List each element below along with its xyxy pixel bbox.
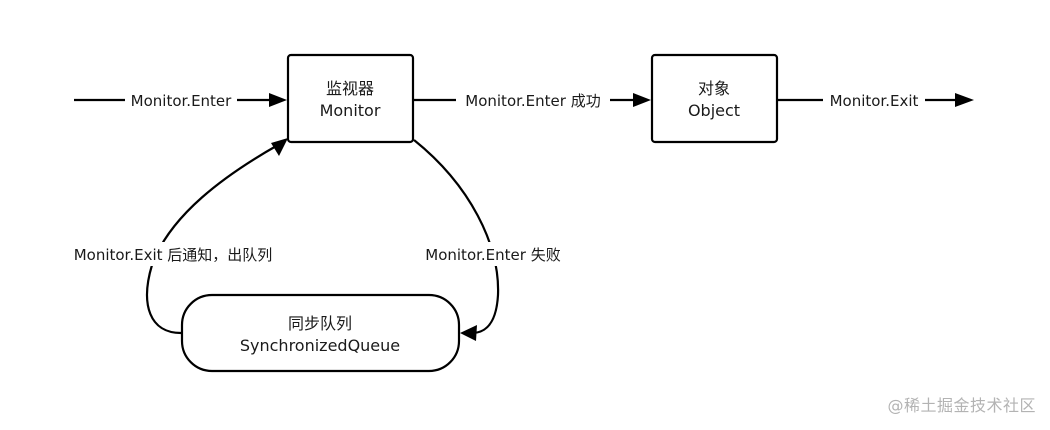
edge-enter-success-arrowhead xyxy=(633,93,651,107)
edge-enter-fail-label-bg xyxy=(418,242,568,266)
edge-exit-notify-label-bg xyxy=(62,242,284,266)
edge-exit: Monitor.Exit xyxy=(778,88,974,112)
edge-exit-notify: Monitor.Exit 后通知，出队列 xyxy=(62,138,288,335)
edge-exit-label: Monitor.Exit xyxy=(830,92,919,110)
edge-enter-success: Monitor.Enter 成功 xyxy=(414,88,651,112)
node-queue: 同步队列 SynchronizedQueue xyxy=(180,293,461,373)
edge-exit-notify-arrowhead xyxy=(271,138,288,156)
node-monitor-box xyxy=(286,53,415,144)
edge-enter-arrowhead xyxy=(269,93,287,107)
node-object: 对象 Object xyxy=(650,53,779,144)
edge-enter-label: Monitor.Enter xyxy=(131,92,233,110)
node-object-box xyxy=(650,53,779,144)
edge-exit-arrowhead xyxy=(955,93,974,107)
edge-enter-success-label: Monitor.Enter 成功 xyxy=(465,92,600,110)
node-monitor-subtitle: Monitor xyxy=(320,101,381,120)
edge-enter-fail-arrowhead xyxy=(460,325,477,341)
edge-enter-success-label-bg xyxy=(456,88,610,112)
edge-exit-notify-label: Monitor.Exit 后通知，出队列 xyxy=(74,246,273,264)
node-queue-title: 同步队列 xyxy=(288,314,352,333)
edge-exit-label-bg xyxy=(823,88,925,112)
node-object-subtitle: Object xyxy=(688,101,740,120)
node-queue-subtitle: SynchronizedQueue xyxy=(240,336,400,355)
edge-enter-fail-curve xyxy=(413,139,500,335)
node-object-title: 对象 xyxy=(698,79,730,98)
edge-enter-label-bg xyxy=(125,88,237,112)
node-monitor: 监视器 Monitor xyxy=(286,53,415,144)
node-monitor-title: 监视器 xyxy=(326,79,374,98)
node-queue-box xyxy=(180,293,461,373)
watermark-text: @稀土掘金技术社区 xyxy=(887,396,1036,415)
edge-enter-fail: Monitor.Enter 失败 xyxy=(413,139,568,341)
edge-enter: Monitor.Enter xyxy=(74,88,287,112)
edge-enter-fail-label: Monitor.Enter 失败 xyxy=(425,246,560,264)
